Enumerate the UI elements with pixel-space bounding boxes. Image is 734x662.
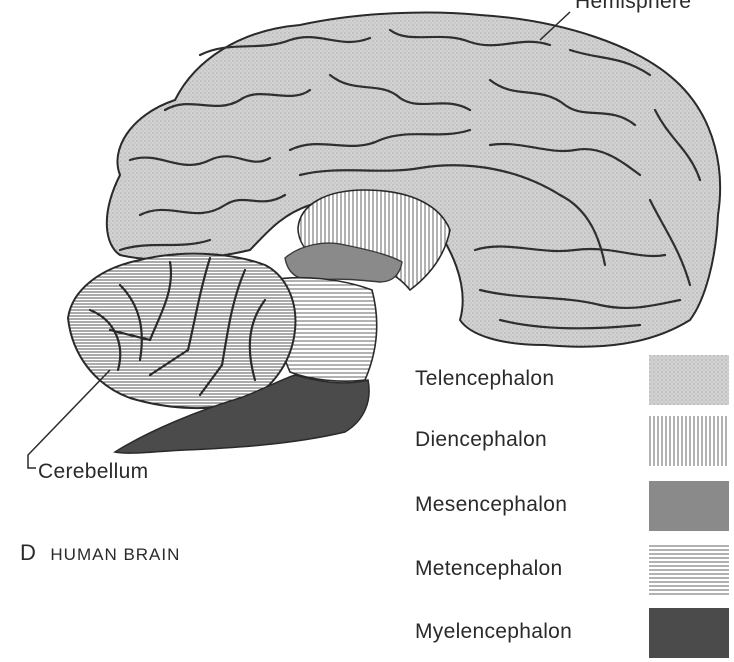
legend-label: Telencephalon (415, 367, 554, 391)
cerebellum-leader-line (28, 370, 110, 468)
legend-item-metencephalon: Metencephalon (412, 545, 732, 599)
figure-caption: D HUMAN BRAIN (20, 540, 180, 566)
mesencephalon-swatch (649, 481, 729, 531)
legend-item-diencephalon: Diencephalon (412, 416, 732, 470)
panel-letter: D (20, 540, 36, 565)
cerebellum-label: Cerebellum (38, 460, 148, 484)
telencephalon-swatch (649, 355, 729, 405)
myelencephalon-swatch (649, 608, 729, 658)
diencephalon-swatch (649, 416, 729, 466)
legend-label: Mesencephalon (415, 493, 567, 517)
legend-label: Metencephalon (415, 557, 563, 581)
legend-item-myelencephalon: Myelencephalon (412, 608, 732, 662)
legend-item-telencephalon: Telencephalon (412, 355, 732, 409)
metencephalon-swatch (649, 545, 729, 595)
cerebellum-region (68, 254, 295, 408)
panel-title: HUMAN BRAIN (50, 545, 180, 564)
legend-label: Diencephalon (415, 428, 547, 452)
legend-item-mesencephalon: Mesencephalon (412, 481, 732, 535)
legend-label: Myelencephalon (415, 620, 572, 644)
hemisphere-label: Hemisphere (575, 0, 691, 14)
